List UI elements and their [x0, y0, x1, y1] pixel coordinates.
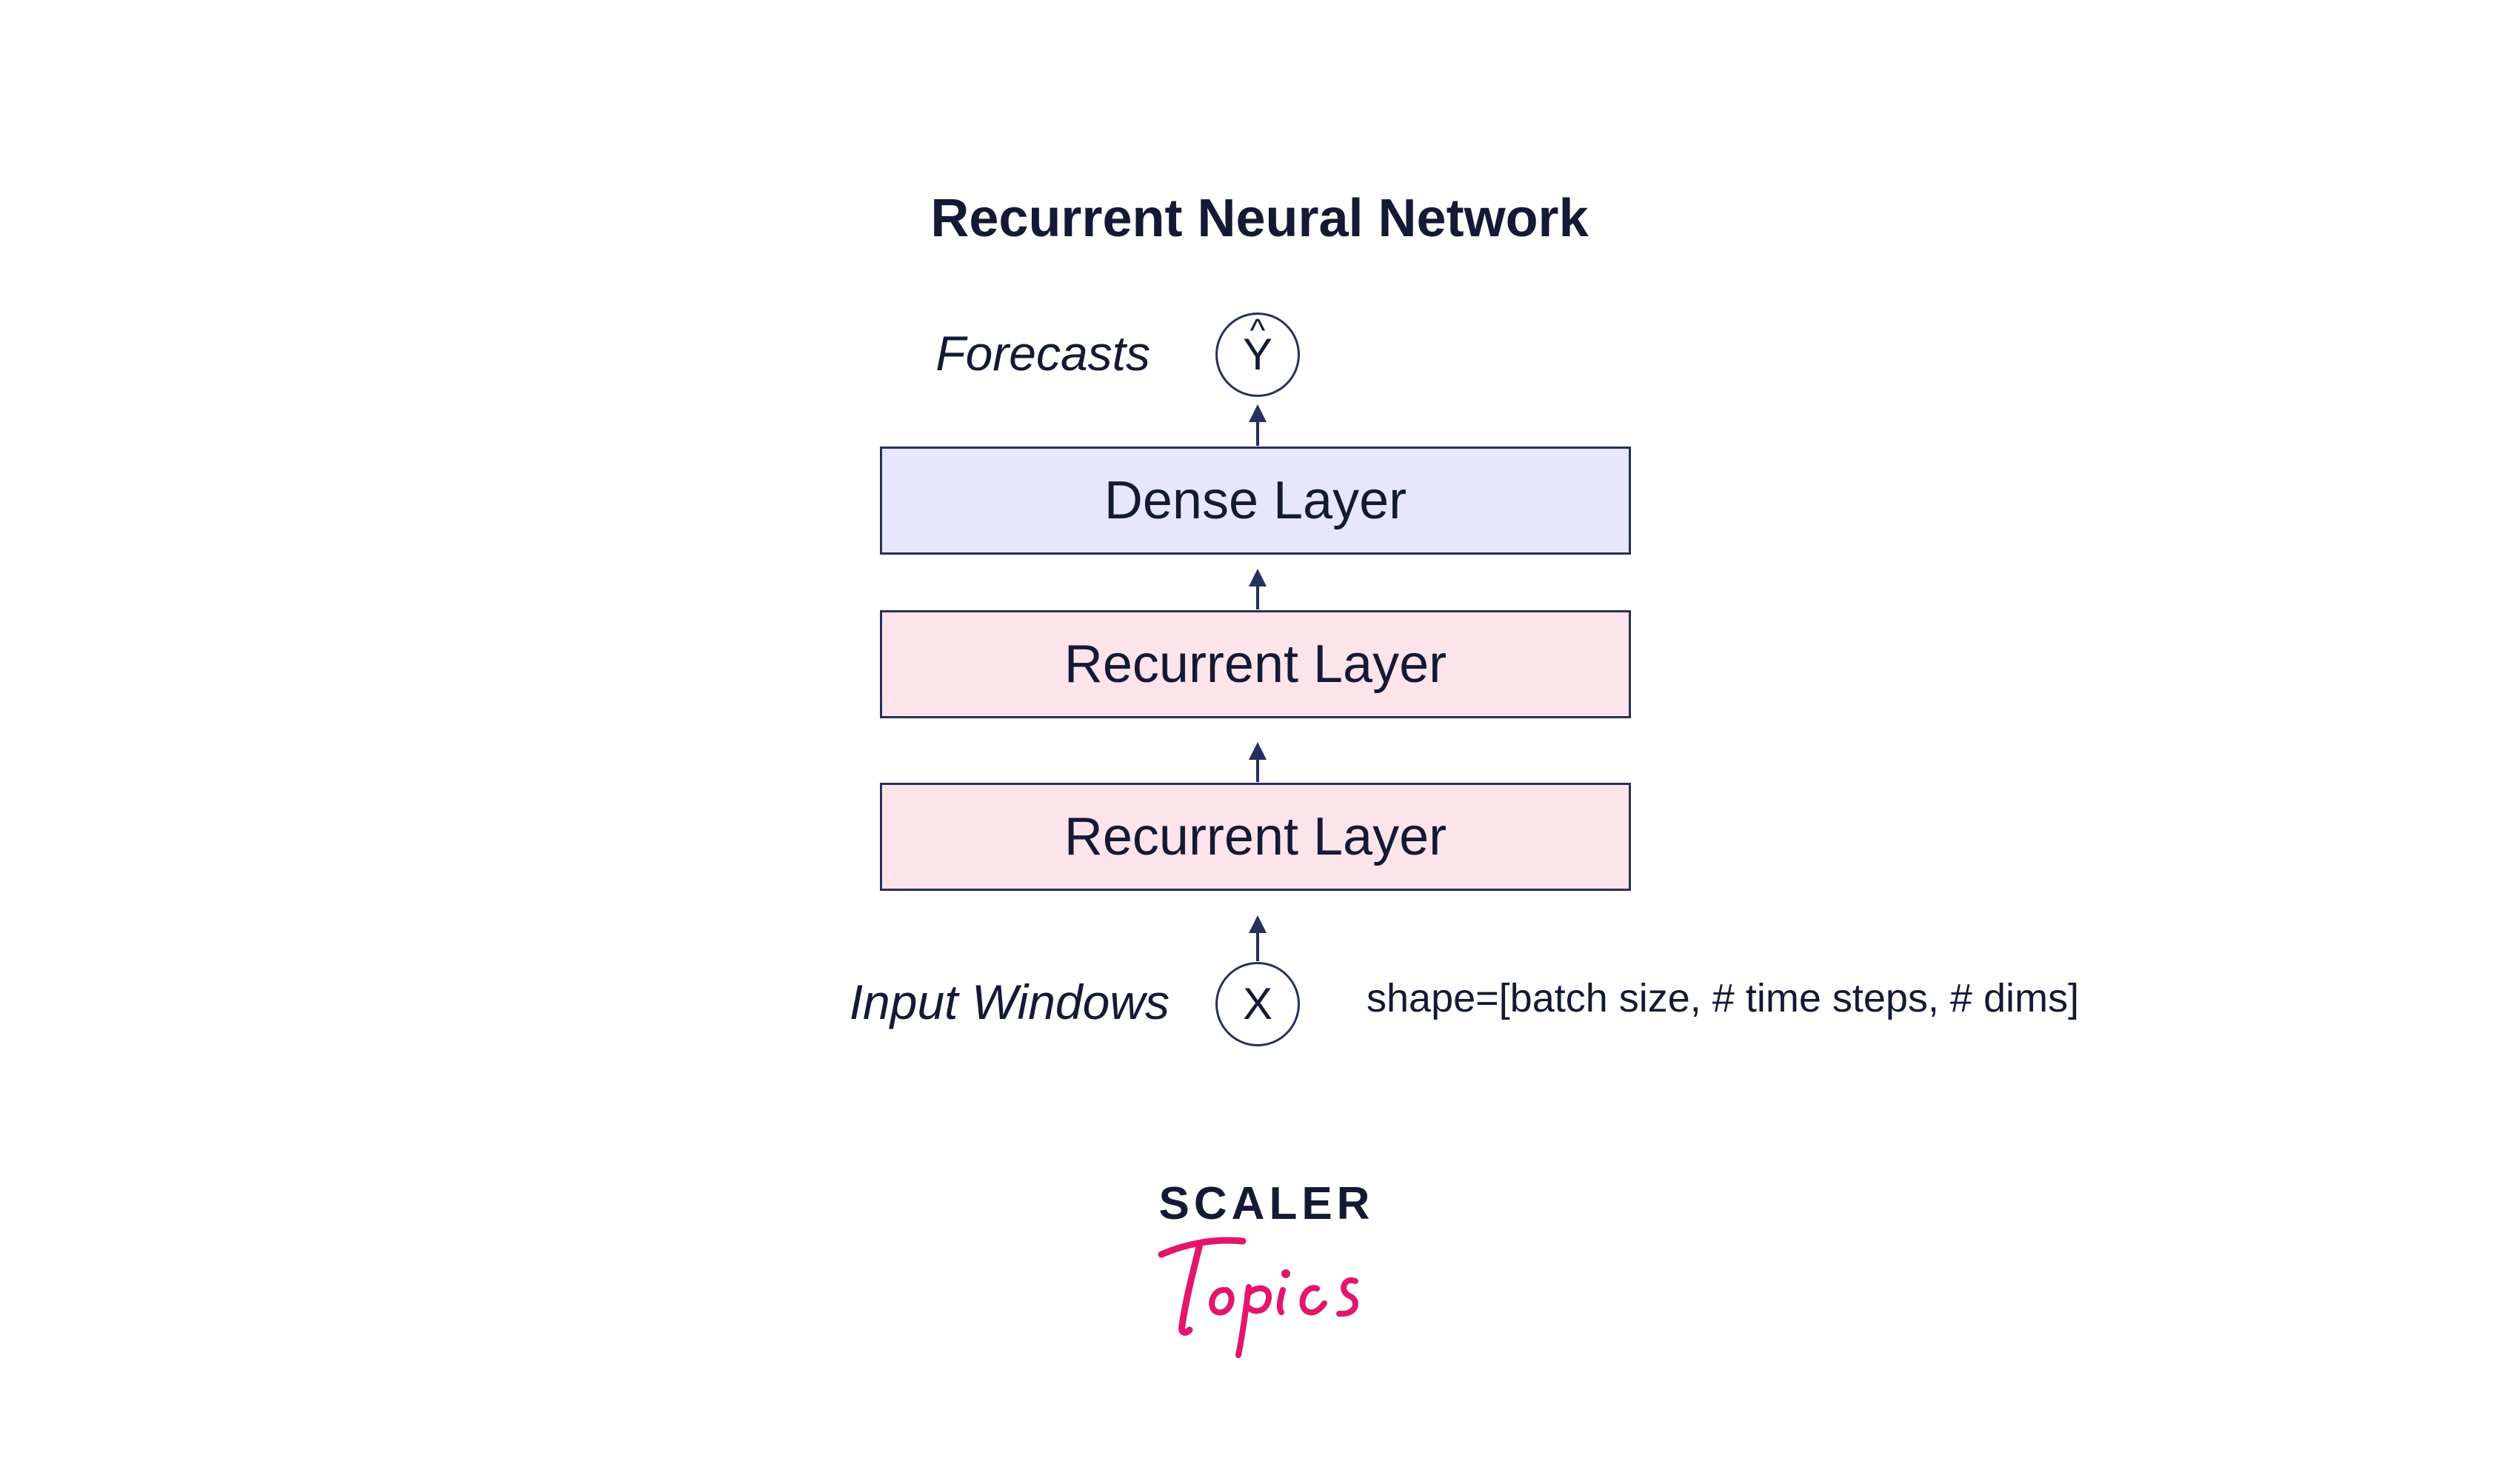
input-node: X: [1215, 962, 1300, 1046]
recurrent-layer-upper: Recurrent Layer: [880, 610, 1631, 718]
logo-wordmark-top: SCALER: [1158, 1178, 1375, 1229]
dense-layer: Dense Layer: [880, 447, 1631, 555]
input-shape-annotation: shape=[batch size, # time steps, # dims]: [1367, 976, 2079, 1020]
dense-layer-label: Dense Layer: [1104, 471, 1407, 530]
scaler-topics-logo: SCALER: [1148, 1177, 1385, 1370]
logo-wordmark-script: [1158, 1237, 1358, 1358]
input-windows-label: Input Windows: [849, 975, 1170, 1029]
hat-mark: ^: [1250, 312, 1266, 349]
output-symbol-letter: Y: [1242, 330, 1273, 379]
recurrent-layer-upper-label: Recurrent Layer: [1064, 635, 1447, 694]
diagram-title: Recurrent Neural Network: [930, 189, 1589, 248]
output-node: ^ Y: [1215, 312, 1300, 397]
recurrent-layer-lower: Recurrent Layer: [880, 783, 1631, 891]
recurrent-layer-lower-label: Recurrent Layer: [1064, 807, 1447, 866]
input-symbol: X: [1242, 979, 1273, 1029]
forecasts-label: Forecasts: [935, 326, 1150, 381]
output-symbol: ^ Y: [1242, 315, 1273, 379]
